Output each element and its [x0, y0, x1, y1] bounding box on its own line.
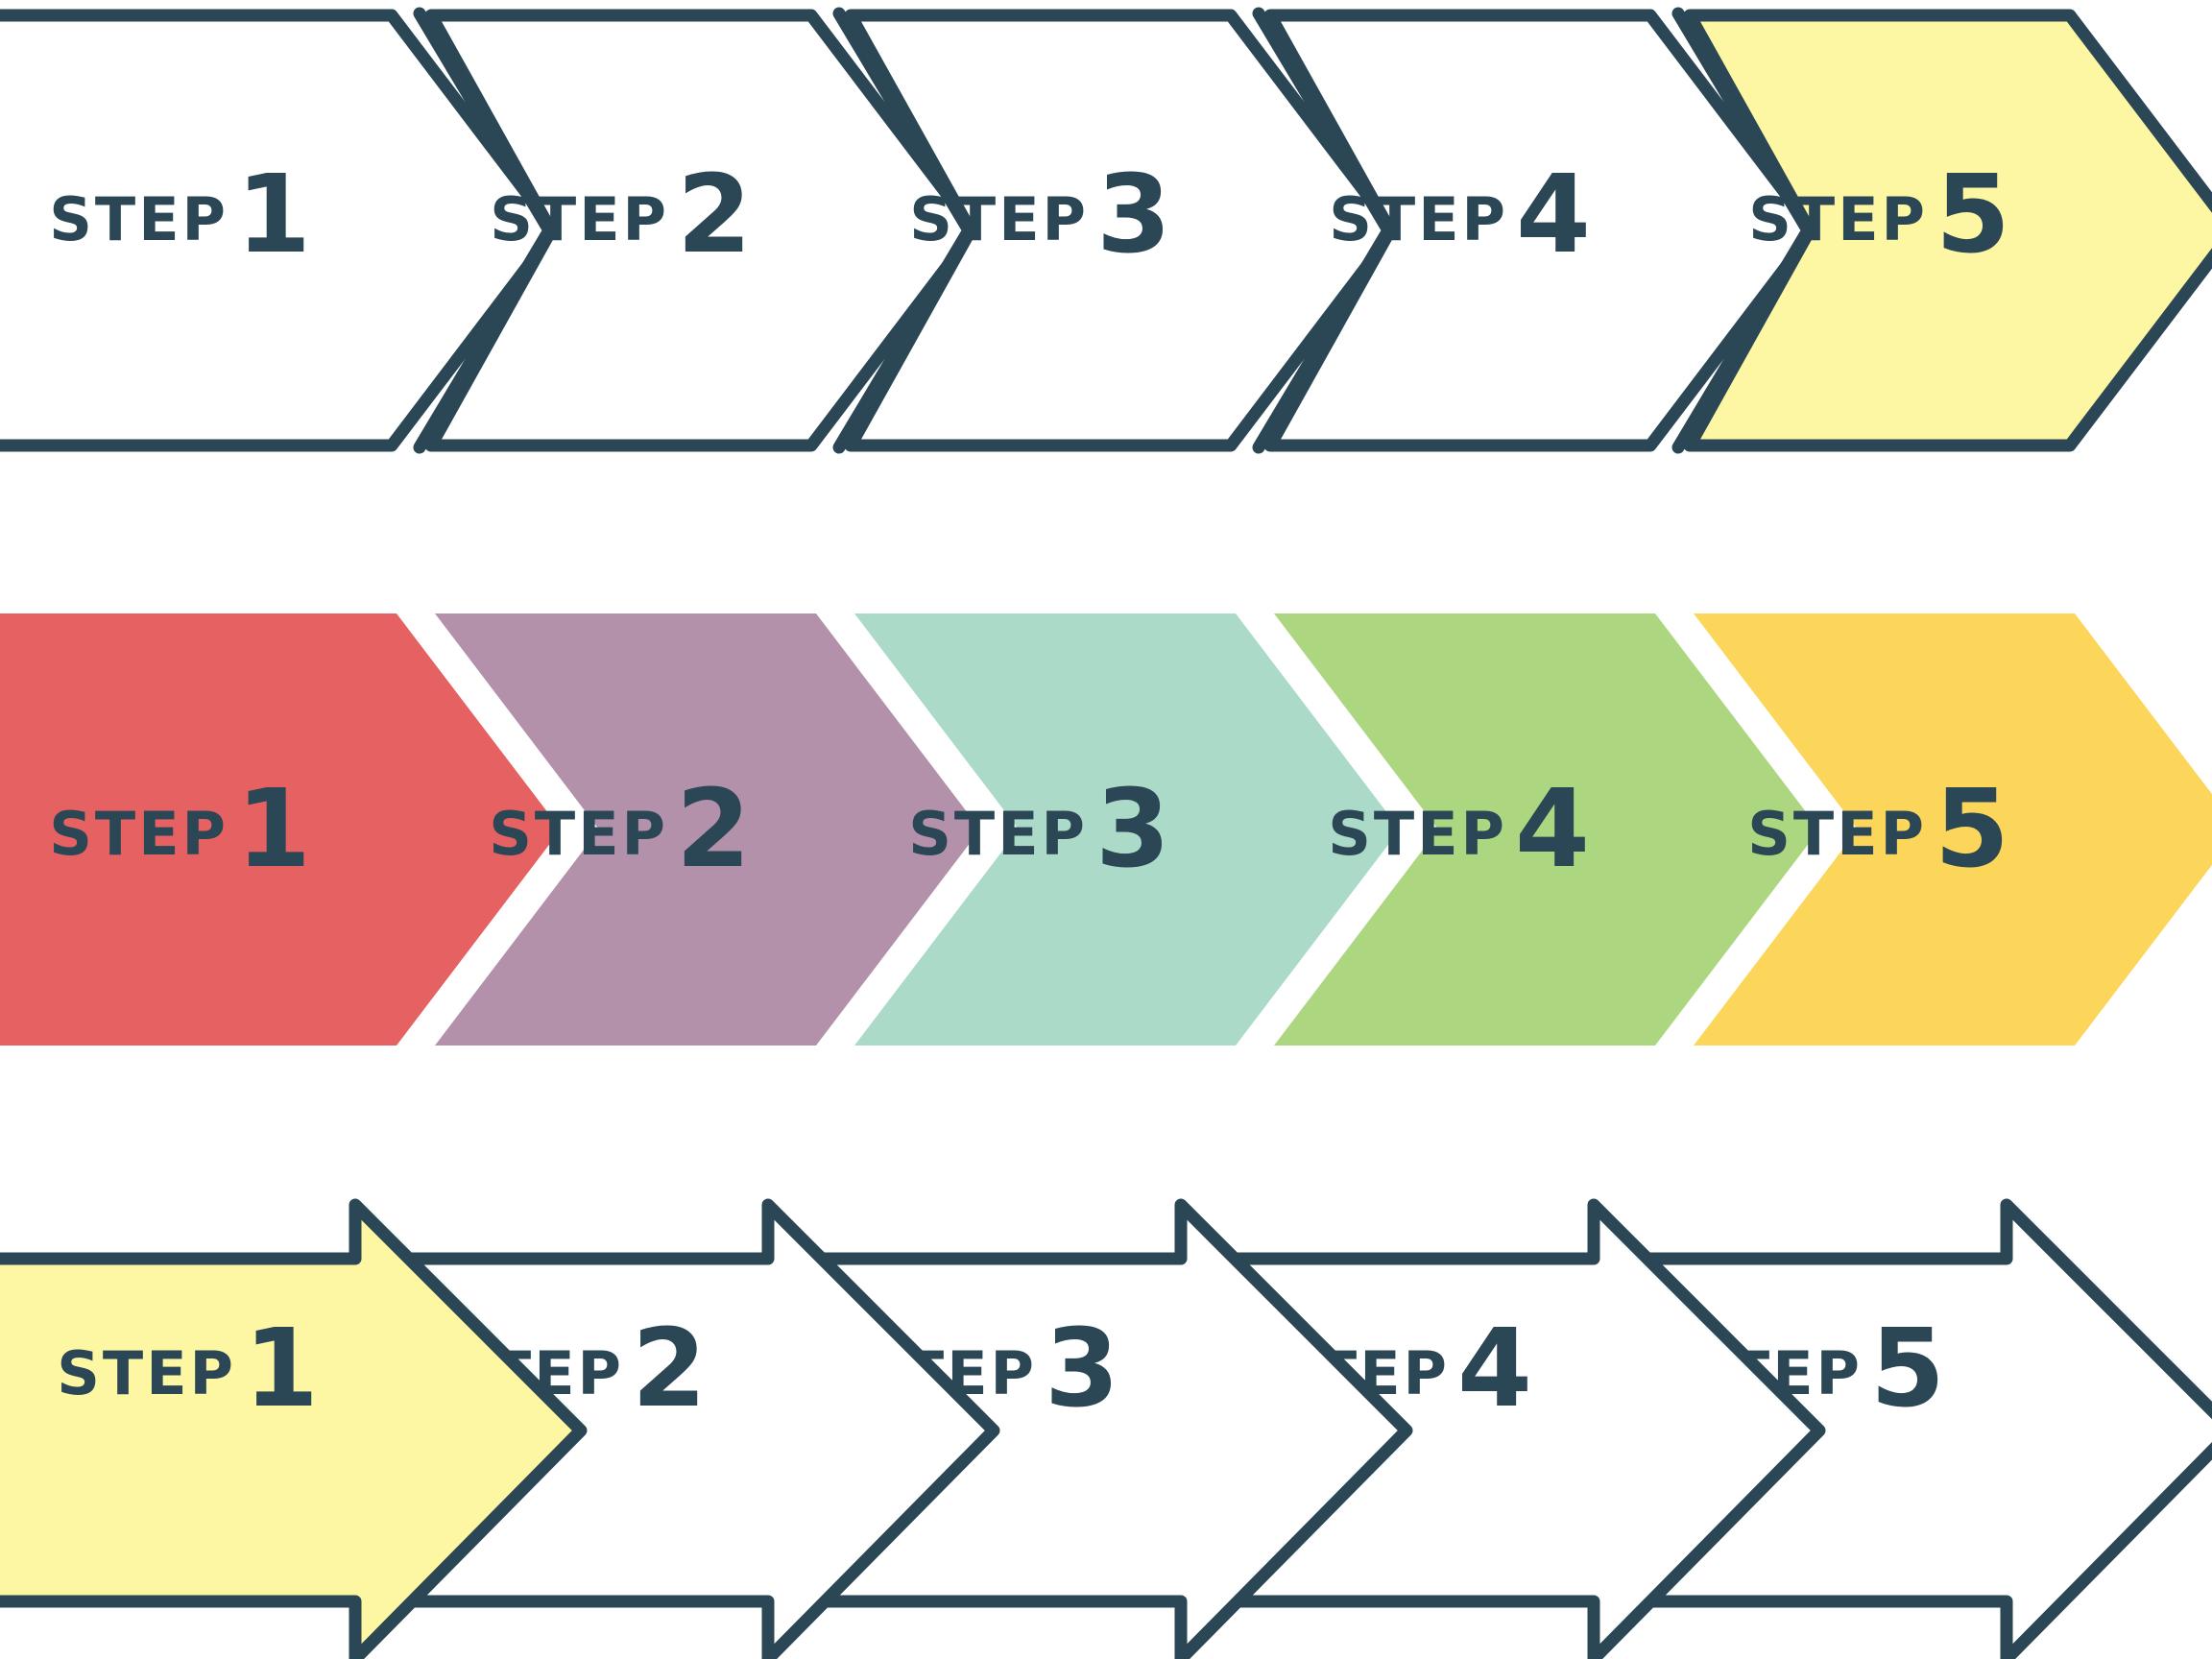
step-number-label: 4 [1457, 1307, 1532, 1431]
step-number-label: 2 [632, 1307, 707, 1431]
chevron-shape [0, 613, 561, 1046]
arrow-shape [1587, 1198, 2212, 1659]
chevron-double-edge [1252, 7, 1395, 454]
arrow-shape [0, 1198, 588, 1659]
step-word-label: STEP [909, 184, 1089, 254]
step-number-label: 1 [244, 1307, 319, 1431]
step-word-label: STEP [1329, 184, 1508, 254]
step-word-label: STEP [49, 184, 228, 254]
step-word-label: STEP [57, 1338, 236, 1408]
chevron-shape [1274, 613, 1819, 1046]
step-number-label: 2 [677, 153, 752, 277]
step-number-label: 3 [1095, 767, 1170, 892]
step-word-label: STEP [489, 799, 668, 869]
step-word-label: STEP [908, 799, 1088, 869]
arrow-shape [349, 1198, 1000, 1659]
chevron-double-edge [413, 7, 556, 454]
step-word-label: STEP [1748, 184, 1928, 254]
chevron-double-edge [832, 7, 975, 454]
step-number-label: 5 [1870, 1307, 1945, 1431]
step-word-label: STEP [490, 184, 669, 254]
chevron-shape [0, 9, 562, 452]
step-word-label: STEP [1328, 799, 1507, 869]
step-number-label: 2 [676, 767, 751, 892]
arrow-shape [1174, 1198, 1826, 1659]
chevron-shape [1694, 613, 2212, 1046]
step-number-label: 5 [1935, 767, 2009, 892]
step-number-label: 1 [236, 153, 311, 277]
step-word-label: STEP [49, 799, 228, 869]
step-number-label: 1 [236, 767, 311, 892]
step-number-label: 4 [1515, 767, 1590, 892]
step-number-label: 3 [1096, 153, 1171, 277]
chevron-shape [435, 613, 980, 1046]
step-number-label: 5 [1936, 153, 2010, 277]
step-number-label: 4 [1516, 153, 1591, 277]
step-number-label: 3 [1045, 1307, 1119, 1431]
arrow-shape [761, 1198, 1413, 1659]
step-word-label: STEP [1747, 799, 1927, 869]
chevron-shape [854, 613, 1400, 1046]
chevron-double-edge [1671, 7, 1815, 454]
